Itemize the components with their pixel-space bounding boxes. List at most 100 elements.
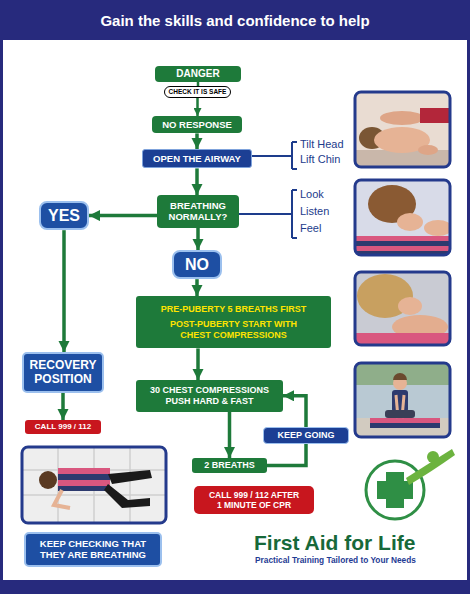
flow-arrow xyxy=(89,214,157,218)
box-text: NO xyxy=(185,255,209,274)
box-text: 2 BREATHS xyxy=(204,460,254,471)
photo-look-listen xyxy=(355,236,450,241)
step-box: 30 CHEST COMPRESSIONS PUSH HARD & FAST xyxy=(136,380,283,412)
box-text: RECOVERY POSITION xyxy=(27,358,99,387)
photo-recovery-position xyxy=(108,470,152,484)
flow-arrow xyxy=(196,98,199,116)
photo-look-listen xyxy=(355,246,450,251)
step-hint: Listen xyxy=(300,205,329,218)
photo-rescue-breaths xyxy=(355,272,450,345)
photo-tilt-head xyxy=(418,145,438,155)
step-box: 2 BREATHS xyxy=(192,458,267,473)
photo-tilt-head xyxy=(355,92,450,167)
flow-arrow xyxy=(228,412,232,458)
answer-box: NO xyxy=(172,250,222,279)
photo-look-listen xyxy=(355,241,450,246)
photo-rescue-breaths xyxy=(355,272,450,345)
photo-recovery-position xyxy=(58,480,110,486)
photo-rescue-breaths xyxy=(355,272,450,345)
box-text: NO RESPONSE xyxy=(162,119,232,130)
decision-box: BREATHING NORMALLY? xyxy=(157,195,239,228)
logo-symbol xyxy=(366,449,455,519)
step-hint: Feel xyxy=(300,222,321,235)
step-hint: Lift Chin xyxy=(300,153,340,166)
photo-chest-compressions xyxy=(355,418,450,437)
logo-symbol xyxy=(366,461,424,519)
logo-symbol xyxy=(377,481,413,499)
photo-tilt-head xyxy=(420,108,450,123)
box-text: DANGER xyxy=(176,68,219,80)
box-text: CALL 999 / 112 xyxy=(35,422,91,432)
box-text: BREATHING NORMALLY? xyxy=(161,200,235,223)
photo-chest-compressions xyxy=(355,363,450,437)
poster-frame xyxy=(0,0,470,40)
photo-chest-compressions xyxy=(355,363,450,437)
brand-tagline: Practical Training Tailored to Your Need… xyxy=(255,556,416,566)
photo-recovery-position xyxy=(39,471,57,489)
photo-chest-compressions xyxy=(370,418,440,423)
photo-tilt-head xyxy=(380,111,424,125)
bracket-lines xyxy=(239,190,297,238)
box-text: POST-PUBERTY START WITH CHEST COMPRESSIO… xyxy=(142,319,325,341)
photo-recovery-position xyxy=(54,490,70,508)
photo-look-listen xyxy=(355,180,452,256)
photo-tilt-head xyxy=(355,92,450,167)
danger-box: DANGER xyxy=(155,66,241,82)
photo-rescue-breaths xyxy=(355,333,450,345)
photo-rescue-breaths xyxy=(398,297,422,315)
photo-chest-compressions xyxy=(355,363,450,437)
photo-look-listen xyxy=(397,213,423,231)
photo-recovery-position xyxy=(22,447,166,523)
photo-look-listen xyxy=(355,180,450,255)
photo-tilt-head xyxy=(355,92,454,167)
photo-tilt-head xyxy=(355,92,450,167)
step-box: NO RESPONSE xyxy=(152,116,242,133)
flow-arrow xyxy=(196,228,200,250)
flow-arrow xyxy=(61,393,65,420)
photo-recovery-position xyxy=(58,468,110,474)
brand-name: First Aid for Life xyxy=(254,530,415,555)
photo-recovery-position xyxy=(22,447,166,523)
step-hint: Tilt Head xyxy=(300,138,344,151)
photo-chest-compressions xyxy=(393,373,407,380)
photo-recovery-position xyxy=(104,484,150,508)
photo-recovery-position xyxy=(58,486,110,491)
photo-recovery-position xyxy=(22,447,166,523)
reminder-box: KEEP CHECKING THAT THEY ARE BREATHING xyxy=(24,532,162,567)
flow-arrow xyxy=(195,168,199,195)
loop-label-box: KEEP GOING xyxy=(263,427,349,444)
photo-chest-compressions xyxy=(370,423,440,428)
photo-recovery-position xyxy=(22,447,166,523)
check-pill: CHECK IT IS SAFE xyxy=(164,86,231,98)
logo-symbol xyxy=(406,449,455,485)
photo-recovery-position xyxy=(22,447,166,523)
box-text: KEEP CHECKING THAT THEY ARE BREATHING xyxy=(30,538,156,561)
flow-arrow xyxy=(196,348,200,380)
photo-look-listen xyxy=(424,220,450,236)
call-box: CALL 999 / 112 xyxy=(25,420,101,434)
flow-arrow xyxy=(267,444,306,466)
recovery-box: RECOVERY POSITION xyxy=(22,352,104,393)
poster-frame xyxy=(0,580,470,594)
box-text: CALL 999 / 112 AFTER 1 MINUTE OF CPR xyxy=(198,490,310,510)
step-box: OPEN THE AIRWAY xyxy=(142,149,252,168)
box-text: YES xyxy=(48,206,80,225)
box-text: 30 CHEST COMPRESSIONS PUSH HARD & FAST xyxy=(140,385,279,407)
photo-recovery-position xyxy=(58,474,110,480)
step-hint: Look xyxy=(300,188,324,201)
photo-chest-compressions xyxy=(392,390,408,412)
box-text: CHECK IT IS SAFE xyxy=(169,88,227,96)
photo-look-listen xyxy=(355,180,450,255)
photo-rescue-breaths xyxy=(355,272,450,345)
bracket-lines xyxy=(252,142,297,169)
diagram-title: Gain the skills and confidence to help xyxy=(100,12,369,29)
poster-frame xyxy=(2,38,469,582)
box-text: PRE-PUBERTY 5 BREATHS FIRST xyxy=(161,304,307,315)
answer-box: YES xyxy=(39,201,89,230)
title-band: Gain the skills and confidence to help xyxy=(0,0,470,40)
flow-arrow xyxy=(195,279,199,296)
box-text: OPEN THE AIRWAY xyxy=(153,153,241,164)
box-text: KEEP GOING xyxy=(278,430,335,441)
photo-chest-compressions xyxy=(385,410,415,418)
